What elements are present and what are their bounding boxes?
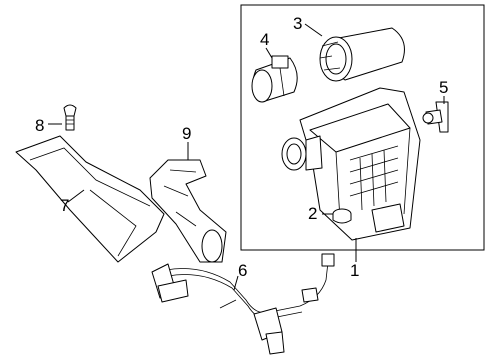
callout-5: 5	[439, 78, 449, 97]
callout-3: 3	[293, 14, 303, 33]
air-duct-drawing[interactable]	[15, 135, 165, 263]
callout-1: 1	[350, 261, 360, 280]
callout-6: 6	[238, 261, 248, 280]
assembly-group-frame	[240, 4, 485, 251]
mass-airflow-sensor-drawing[interactable]	[251, 55, 298, 103]
clip-drawing[interactable]	[63, 104, 77, 131]
callout-8: 8	[35, 116, 45, 135]
intake-hose-drawing[interactable]	[149, 159, 227, 263]
leader-6	[233, 275, 239, 291]
air-temp-sensor-drawing[interactable]	[422, 101, 449, 133]
callout-7: 7	[60, 196, 70, 215]
callout-4: 4	[260, 30, 270, 49]
leader-4	[265, 47, 273, 59]
callout-9: 9	[182, 124, 192, 143]
air-cleaner-housing-drawing[interactable]	[281, 87, 421, 241]
filter-element-drawing[interactable]	[319, 27, 405, 82]
wiring-harness-drawing[interactable]	[151, 253, 335, 355]
callout-2: 2	[308, 204, 318, 223]
grommet-drawing[interactable]	[332, 208, 352, 224]
leader-7	[67, 189, 85, 203]
leader-3	[304, 23, 323, 37]
